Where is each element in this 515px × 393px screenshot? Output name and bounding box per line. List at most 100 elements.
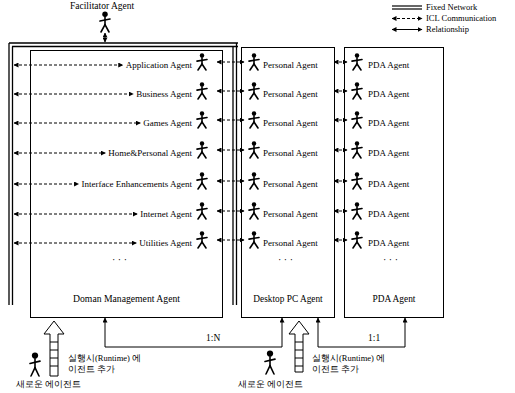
ellipsis: · · · bbox=[278, 254, 293, 265]
agent-name: Personal Agent bbox=[263, 206, 318, 222]
agent-figure bbox=[30, 352, 40, 376]
figure-leg bbox=[202, 64, 206, 70]
figure-arms bbox=[249, 117, 259, 119]
figure-leg bbox=[202, 122, 206, 128]
agent-name: Games Agent bbox=[143, 115, 192, 131]
legend-text: Fixed Network bbox=[426, 2, 477, 13]
agent-name: Interface Enhancements Agent bbox=[82, 176, 192, 192]
figure-leg bbox=[198, 213, 202, 219]
runtime-add-arrow bbox=[44, 321, 64, 376]
figure-arms bbox=[197, 117, 207, 119]
container-title: Desktop PC Agent bbox=[242, 293, 334, 305]
icl-connector bbox=[334, 211, 347, 212]
icl-arrow bbox=[14, 153, 105, 154]
agent-name: PDA Agent bbox=[368, 57, 409, 73]
figure-leg bbox=[250, 213, 254, 219]
ellipsis: · · · bbox=[112, 254, 127, 265]
agent-name: Business Agent bbox=[136, 86, 192, 102]
figure-arms bbox=[352, 178, 362, 180]
icl-connector bbox=[217, 62, 244, 63]
figure-arms bbox=[352, 237, 362, 239]
figure-leg bbox=[357, 93, 361, 99]
agent-container-box: Doman Management AgentApplication AgentB… bbox=[30, 50, 223, 318]
figure-leg bbox=[357, 64, 361, 70]
figure-leg bbox=[357, 213, 361, 219]
agent-item: Personal Agent bbox=[245, 142, 333, 158]
figure-leg bbox=[198, 64, 202, 70]
icl-connector bbox=[217, 120, 244, 121]
figure-leg bbox=[202, 152, 206, 158]
figure-arms bbox=[100, 19, 110, 21]
agent-figure bbox=[197, 202, 207, 219]
figure-arms bbox=[197, 147, 207, 149]
figure-arms bbox=[352, 117, 362, 119]
figure-arms bbox=[197, 88, 207, 90]
figure-leg bbox=[357, 242, 361, 248]
agent-item: PDA Agent bbox=[348, 54, 440, 70]
fixed-network-bus bbox=[9, 43, 238, 305]
agent-name: PDA Agent bbox=[368, 115, 409, 131]
agent-item: Utilities Agent bbox=[38, 232, 216, 248]
relationship-label: 1:N bbox=[204, 333, 222, 344]
agent-figure bbox=[352, 202, 362, 219]
agent-figure bbox=[249, 202, 259, 219]
figure-leg bbox=[353, 64, 357, 70]
agent-figure bbox=[249, 141, 259, 158]
icl-connector bbox=[217, 181, 244, 182]
agent-item: Internet Agent bbox=[38, 203, 216, 219]
agent-figure bbox=[197, 172, 207, 189]
figure-leg bbox=[250, 242, 254, 248]
agent-item: Business Agent bbox=[38, 83, 216, 99]
agent-name: Home&Personal Agent bbox=[108, 145, 192, 161]
icl-connector bbox=[334, 240, 347, 241]
runtime-add-arrow bbox=[289, 321, 309, 372]
note-label: 실행시(Runtime) 에이전트 추가 bbox=[68, 353, 142, 375]
icl-connector bbox=[217, 240, 244, 241]
container-title: PDA Agent bbox=[345, 293, 443, 305]
figure-leg bbox=[353, 93, 357, 99]
agent-name: Internet Agent bbox=[140, 206, 192, 222]
figure-arms bbox=[352, 208, 362, 210]
figure-head bbox=[102, 11, 107, 16]
agent-item: Interface Enhancements Agent bbox=[38, 173, 216, 189]
figure-leg bbox=[254, 122, 258, 128]
agent-item: Application Agent bbox=[38, 54, 216, 70]
agent-name: PDA Agent bbox=[368, 145, 409, 161]
figure-leg bbox=[250, 122, 254, 128]
figure-leg bbox=[101, 25, 105, 32]
figure-leg bbox=[353, 122, 357, 128]
agent-item: Personal Agent bbox=[245, 173, 333, 189]
figure-leg bbox=[353, 242, 357, 248]
agent-name: PDA Agent bbox=[368, 206, 409, 222]
figure-leg bbox=[202, 213, 206, 219]
agent-item: PDA Agent bbox=[348, 232, 440, 248]
note-label: 새로운 에이전트 bbox=[238, 379, 303, 390]
agent-figure bbox=[249, 82, 259, 99]
relationship-connector bbox=[318, 318, 405, 347]
icl-arrow bbox=[14, 94, 133, 95]
figure-head bbox=[32, 352, 38, 358]
agent-item: PDA Agent bbox=[348, 203, 440, 219]
agent-figure bbox=[352, 53, 362, 70]
agent-container-box: Desktop PC AgentPersonal AgentPersonal A… bbox=[241, 47, 335, 318]
agent-figure bbox=[197, 141, 207, 158]
legend-text: Relationship bbox=[426, 24, 469, 35]
agent-figure bbox=[197, 53, 207, 70]
facilitator-label: Facilitator Agent bbox=[70, 1, 134, 12]
agent-item: Home&Personal Agent bbox=[38, 142, 216, 158]
agent-item: Personal Agent bbox=[245, 203, 333, 219]
agent-name: PDA Agent bbox=[368, 176, 409, 192]
icl-arrow bbox=[14, 123, 140, 124]
figure-leg bbox=[250, 152, 254, 158]
agent-name: Personal Agent bbox=[263, 86, 318, 102]
figure-leg bbox=[250, 64, 254, 70]
figure-leg bbox=[198, 152, 202, 158]
figure-leg bbox=[254, 152, 258, 158]
figure-leg bbox=[202, 93, 206, 99]
figure-arms bbox=[352, 88, 362, 90]
agent-figure bbox=[249, 231, 259, 248]
icl-arrow bbox=[105, 33, 106, 42]
agent-figure bbox=[265, 350, 275, 374]
legend-sample-relationship bbox=[392, 29, 422, 30]
